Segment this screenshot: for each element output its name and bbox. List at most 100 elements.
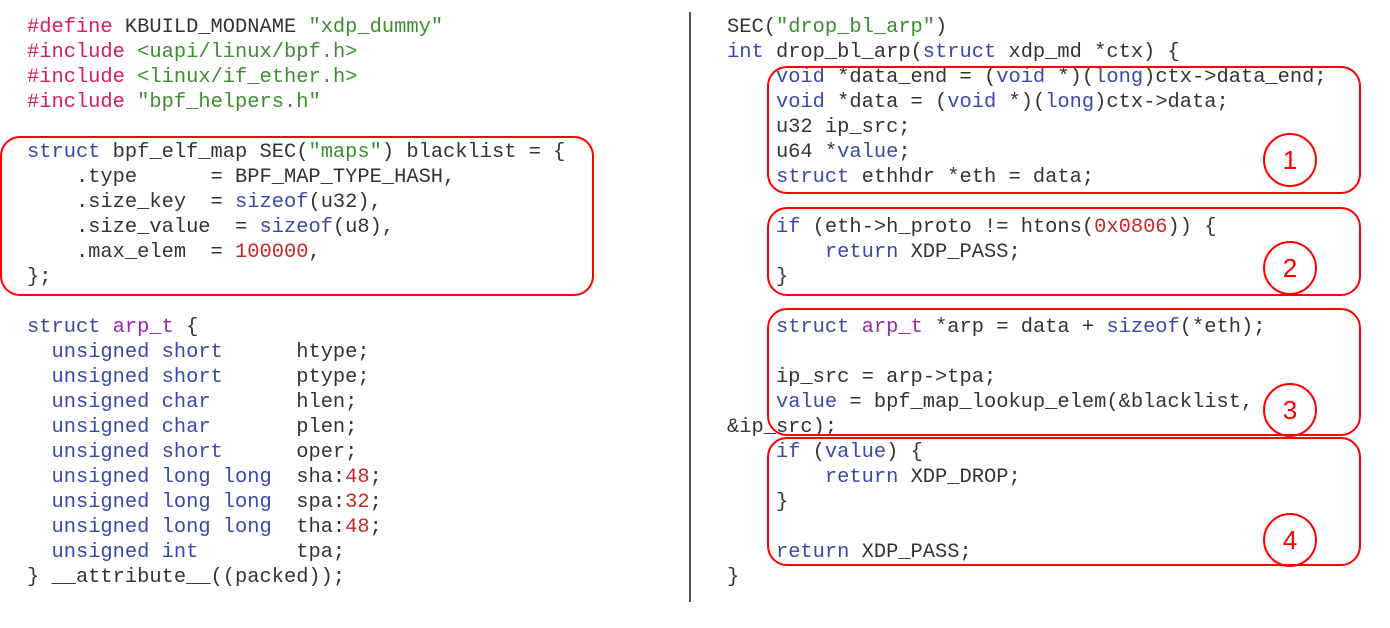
code-token: unsigned short xyxy=(51,366,223,389)
code-token: sizeof xyxy=(259,216,333,239)
code-line: struct ethhdr *eth = data; xyxy=(727,165,1327,190)
code-token: value xyxy=(824,441,887,464)
code-line: unsigned int tpa; xyxy=(27,540,565,565)
code-token: *data = ( xyxy=(824,91,948,114)
code-token xyxy=(27,491,51,514)
code-line: struct arp_t { xyxy=(27,315,565,340)
code-token: plen; xyxy=(210,416,358,439)
code-token: value xyxy=(837,141,899,164)
code-token: ethhdr *eth = data; xyxy=(849,166,1095,189)
code-line: ip_src = arp->tpa; xyxy=(727,365,1327,390)
code-token xyxy=(27,516,51,539)
code-token: 48 xyxy=(345,466,370,489)
code-token: unsigned long long xyxy=(51,491,272,514)
code-token: = bpf_map_lookup_elem(&blacklist, xyxy=(837,391,1254,414)
left-code-listing: #define KBUILD_MODNAME "xdp_dummy"#inclu… xyxy=(27,15,565,590)
code-token: *)( xyxy=(1045,66,1095,89)
code-token: KBUILD_MODNAME xyxy=(112,16,309,39)
code-line: return XDP_DROP; xyxy=(727,465,1327,490)
code-token: ; xyxy=(369,466,382,489)
code-token: void xyxy=(775,66,825,89)
code-line: } xyxy=(727,565,1327,590)
code-line: unsigned long long tha:48; xyxy=(27,515,565,540)
code-token xyxy=(27,391,51,414)
code-token: arp_t xyxy=(861,316,923,339)
code-token: struct xyxy=(27,316,101,339)
code-token: tha: xyxy=(271,516,346,539)
code-token: long xyxy=(1045,91,1095,114)
code-token: ; xyxy=(898,141,911,164)
code-token xyxy=(27,541,51,564)
code-token xyxy=(100,316,112,339)
code-token: )ctx->data_end; xyxy=(1143,66,1327,89)
code-token: drop_bl_arp( xyxy=(763,41,923,64)
code-token: (u32), xyxy=(308,191,382,214)
code-token: void xyxy=(996,66,1046,89)
code-token: <uapi/linux/bpf.h> xyxy=(137,41,358,64)
highlight-box-3 xyxy=(767,308,1361,436)
right-code-listing: SEC("drop_bl_arp")int drop_bl_arp(struct… xyxy=(727,15,1327,590)
code-token: "bpf_helpers.h" xyxy=(137,91,321,114)
code-token xyxy=(27,466,51,489)
code-token: u64 * xyxy=(727,141,838,164)
code-token: struct xyxy=(27,141,101,164)
code-token: unsigned short xyxy=(51,441,223,464)
code-token: void xyxy=(775,91,825,114)
code-token: SEC( xyxy=(727,16,776,39)
code-line: void *data_end = (void *)(long)ctx->data… xyxy=(727,65,1327,90)
code-line: }; xyxy=(27,265,565,290)
highlight-box-4 xyxy=(767,437,1361,566)
code-token: sizeof xyxy=(1106,316,1180,339)
code-token: return xyxy=(824,466,899,489)
code-token: (u8), xyxy=(332,216,395,239)
code-token: hlen; xyxy=(210,391,358,414)
code-token: struct xyxy=(775,316,850,339)
code-token: ) blacklist = { xyxy=(381,141,566,164)
code-token: ) xyxy=(935,16,948,39)
code-token: ; xyxy=(369,491,382,514)
code-token: int xyxy=(727,41,764,64)
code-line: unsigned short ptype; xyxy=(27,365,565,390)
code-line: struct arp_t *arp = data + sizeof(*eth); xyxy=(727,315,1327,340)
annotation-marker-1: 1 xyxy=(1263,133,1317,187)
code-token: struct xyxy=(922,41,997,64)
code-token: u32 ip_src; xyxy=(727,116,911,139)
code-token: #include xyxy=(27,41,125,64)
code-token: )) { xyxy=(1167,216,1217,239)
code-token: XDP_PASS; xyxy=(898,241,1021,264)
code-line: SEC("drop_bl_arp") xyxy=(727,15,1327,40)
code-token: *arp = data + xyxy=(922,316,1107,339)
code-token xyxy=(27,441,51,464)
column-divider xyxy=(689,12,691,602)
code-line: .size_key = sizeof(u32), xyxy=(27,190,565,215)
code-token: #include xyxy=(27,91,125,114)
code-token: tpa; xyxy=(198,541,346,564)
code-token: unsigned long long xyxy=(51,466,272,489)
code-token: } __attribute__((packed)); xyxy=(27,566,346,589)
code-token xyxy=(27,366,51,389)
code-token: sizeof xyxy=(235,191,309,214)
code-line: } __attribute__((packed)); xyxy=(27,565,565,590)
code-token: .type = BPF_MAP_TYPE_HASH, xyxy=(27,166,456,189)
code-line: unsigned long long spa:32; xyxy=(27,490,565,515)
code-line: return XDP_PASS; xyxy=(727,240,1327,265)
code-token: ( xyxy=(800,441,825,464)
code-line: u64 *value; xyxy=(727,140,1327,165)
code-token: (*eth); xyxy=(1179,316,1266,339)
code-token xyxy=(125,66,137,89)
code-token: struct xyxy=(775,166,850,189)
code-token: } xyxy=(727,491,789,514)
code-token xyxy=(125,91,137,114)
code-token: <linux/if_ether.h> xyxy=(137,66,358,89)
code-token: htype; xyxy=(222,341,370,364)
code-token: unsigned long long xyxy=(51,516,272,539)
code-line: #define KBUILD_MODNAME "xdp_dummy" xyxy=(27,15,565,40)
code-token: }; xyxy=(27,266,52,289)
code-line: #include <uapi/linux/bpf.h> xyxy=(27,40,565,65)
code-token: , xyxy=(308,241,321,264)
code-line: unsigned char plen; xyxy=(27,415,565,440)
annotation-marker-2: 2 xyxy=(1263,241,1317,295)
code-line: unsigned short oper; xyxy=(27,440,565,465)
code-line: int drop_bl_arp(struct xdp_md *ctx) { xyxy=(727,40,1327,65)
code-token: arp_t xyxy=(112,316,174,339)
